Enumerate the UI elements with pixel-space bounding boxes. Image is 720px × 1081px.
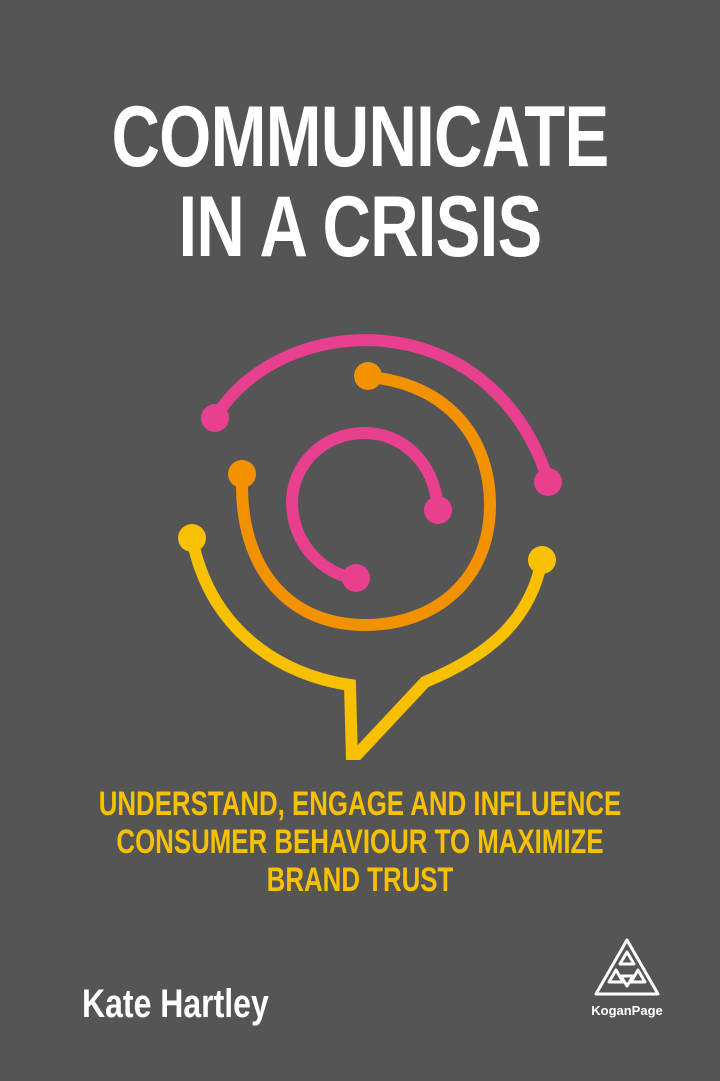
author-name: Kate Hartley (82, 982, 269, 1026)
subtitle-line-1: UNDERSTAND, ENGAGE AND INFLUENCE (98, 785, 622, 823)
subtitle-line-3: BRAND TRUST (266, 861, 454, 899)
subtitle-line-2: CONSUMER BEHAVIOUR TO MAXIMIZE (116, 823, 604, 861)
book-title-line-2: IN A CRISIS (178, 179, 543, 275)
publisher-name: KoganPage (591, 1003, 663, 1018)
book-title-line-1: COMMUNICATE (111, 89, 610, 185)
kogan-page-triangle-icon (594, 938, 660, 996)
speech-bubble-spiral-icon (178, 334, 562, 760)
publisher-logo: KoganPage (582, 936, 672, 1018)
